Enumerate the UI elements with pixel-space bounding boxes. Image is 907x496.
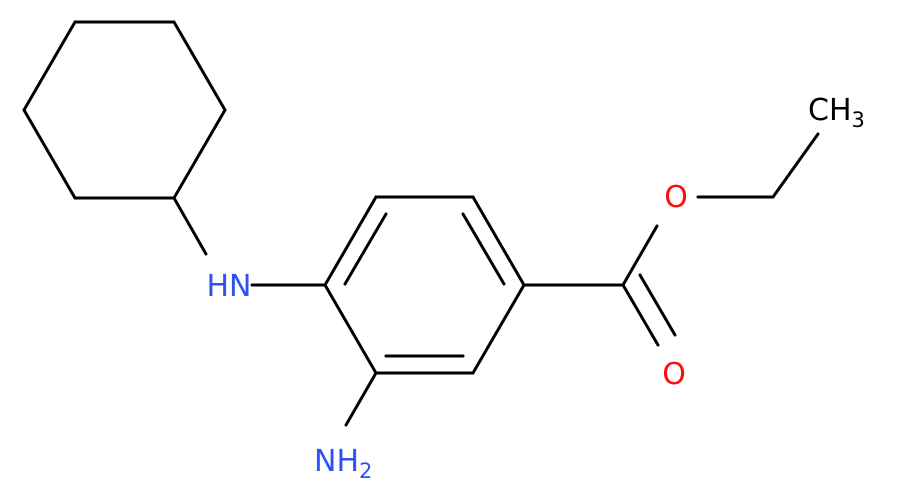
bond-cy-n	[172, 196, 208, 256]
bond-ar-1	[323, 195, 378, 287]
bond-ar-inner-2	[461, 212, 506, 286]
bond-ch2-ch3	[771, 132, 820, 199]
nh2-subscript: 2	[359, 459, 372, 483]
bond-ar-4	[471, 283, 526, 375]
nh-label: HN	[207, 269, 252, 304]
bond-cy-5	[22, 108, 77, 200]
nh2-main: NH	[314, 444, 359, 479]
bond-co-double-2	[638, 273, 677, 337]
nh2-label: NH2	[314, 444, 372, 483]
bond-cy-3	[172, 108, 227, 200]
ch3-subscript: 3	[852, 108, 865, 132]
bond-cy-2	[172, 20, 227, 112]
benzene-ring	[323, 195, 526, 375]
ch3-label: CH3	[808, 93, 865, 132]
cyclohexyl-ring	[22, 20, 227, 200]
bond-ar-inner-1	[343, 212, 388, 286]
carbonyl-oxygen-label: O	[662, 357, 686, 392]
bond-ar-6	[323, 283, 378, 375]
bond-cy-6	[22, 20, 77, 112]
bond-c-oether	[621, 224, 659, 287]
ch3-main: CH	[808, 93, 852, 128]
bond-ar-nh2	[344, 371, 378, 427]
ether-oxygen-label: O	[664, 180, 688, 215]
bond-ar-3	[471, 195, 526, 287]
bond-co-double-1	[621, 283, 660, 347]
